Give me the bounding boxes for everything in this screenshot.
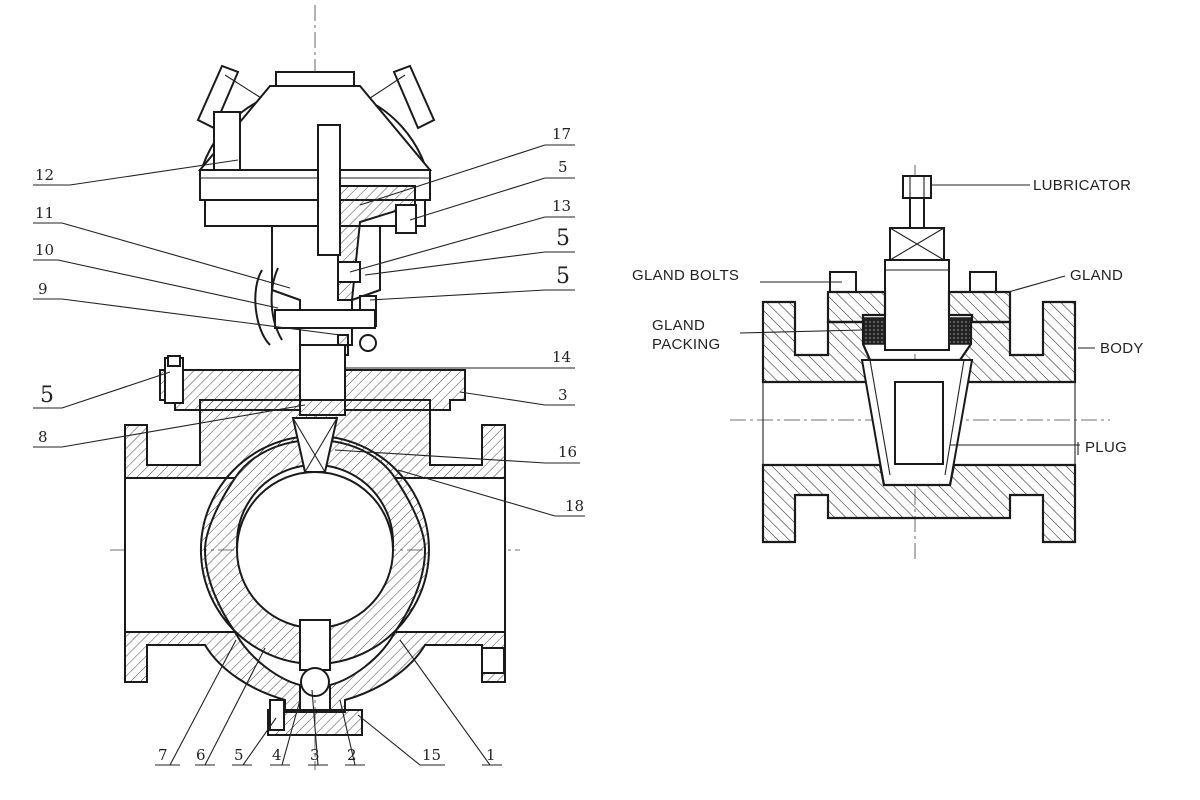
callout-14: 14 [552,348,571,366]
left-leader-lines [33,144,585,766]
callout-3-bottom: 3 [310,746,320,764]
right-leader-lines [739,184,1095,455]
label-gland: GLAND [1070,267,1123,284]
callout-11: 11 [35,204,54,222]
right-labels: LUBRICATOR GLAND BOLTS GLAND GLAND PACKI… [632,177,1144,456]
callout-5-yoke: 5 [556,226,570,251]
callout-4: 4 [272,746,282,764]
plug-valve-drawing [730,165,1110,560]
callout-8: 8 [38,428,48,446]
label-body: BODY [1100,340,1144,357]
callout-5-gearbox: 5 [558,158,568,176]
callout-6: 6 [196,746,206,764]
callout-5-stem: 5 [556,264,570,289]
callout-17: 17 [552,125,571,143]
label-gland-packing-line2: PACKING [652,336,721,353]
callout-10: 10 [35,241,54,259]
callout-13: 13 [552,197,571,215]
callout-7: 7 [158,746,168,764]
left-callouts: 12 11 10 9 5 8 17 5 13 5 5 14 3 16 18 7 … [35,125,584,764]
label-gland-packing-line1: GLAND [652,317,705,334]
callout-12: 12 [35,166,54,184]
callout-16: 16 [558,443,577,461]
label-plug: PLUG [1085,439,1127,456]
callout-3-flange: 3 [558,386,568,404]
callout-5-flange: 5 [40,383,54,408]
callout-1: 1 [486,746,496,764]
callout-18: 18 [565,497,584,515]
ball-valve-drawing [110,5,520,770]
label-lubricator: LUBRICATOR [1033,177,1131,194]
label-gland-bolts: GLAND BOLTS [632,267,739,284]
callout-5-bottom: 5 [234,746,244,764]
callout-2: 2 [347,746,357,764]
callout-15: 15 [422,746,441,764]
callout-9: 9 [38,280,48,298]
